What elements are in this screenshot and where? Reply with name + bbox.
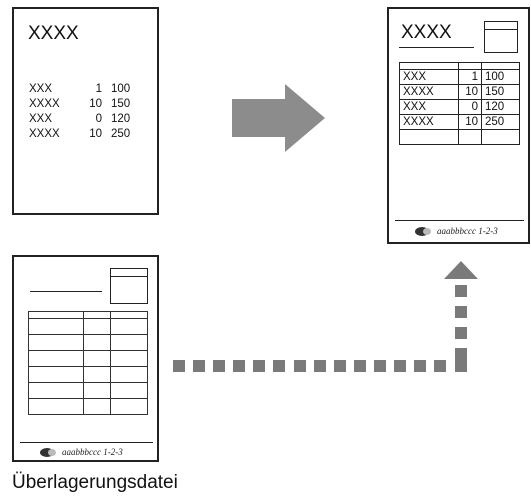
table-row: XXXX 10 150 <box>399 84 520 100</box>
table-cell-label: XXXX <box>399 84 459 100</box>
table-cell-qty: 1 <box>458 69 482 85</box>
table-cell-label: XXX <box>399 69 459 85</box>
table-row: XXXX 10 250 <box>399 114 520 130</box>
source-row-qty: 10 <box>89 98 102 110</box>
logo-icon <box>415 227 429 236</box>
title-underline <box>399 47 474 48</box>
source-row-1: XXX 1 100 <box>29 83 149 97</box>
source-row-qty: 10 <box>89 128 102 140</box>
table-row: XXX 1 100 <box>399 69 520 85</box>
table-cell-label: XXXX <box>399 114 459 130</box>
source-row-2: XXXX 10 150 <box>29 98 149 112</box>
source-document: XXXX XXX 1 100 XXXX 10 150 XXX 0 120 XXX… <box>12 7 159 215</box>
footer-text: aaabbbccc 1-2-3 <box>62 447 123 457</box>
source-row-qty: 1 <box>95 83 102 95</box>
logo-icon <box>40 448 54 457</box>
overlay-table-grid <box>28 311 148 415</box>
footer-separator <box>20 442 153 443</box>
source-row-qty: 0 <box>95 113 102 125</box>
overlay-document: aaabbbccc 1-2-3 <box>12 255 159 462</box>
source-document-title: XXXX <box>28 23 79 44</box>
logo-icon-highlight <box>48 449 56 456</box>
result-table: XXX 1 100 XXXX 10 150 XXX 0 120 XXXX 10 … <box>399 62 520 145</box>
header-box <box>484 21 518 53</box>
table-row <box>399 129 520 145</box>
source-row-label: XXX <box>29 113 53 125</box>
up-arrow-icon <box>444 261 478 279</box>
table-cell-value: 100 <box>481 69 520 85</box>
table-cell-value: 150 <box>481 84 520 100</box>
footer-separator <box>395 220 524 221</box>
table-cell-value: 250 <box>481 114 520 130</box>
source-row-label: XXXX <box>29 98 60 110</box>
source-row-label: XXX <box>29 83 53 95</box>
table-cell-qty: 10 <box>458 84 482 100</box>
header-box <box>110 268 148 304</box>
result-document-title: XXXX <box>401 22 452 43</box>
source-row-label: XXXX <box>29 128 60 140</box>
right-arrow-icon <box>232 84 325 152</box>
table-cell-value: 120 <box>481 99 520 115</box>
table-cell-qty: 10 <box>458 114 482 130</box>
result-document: XXXX XXX 1 100 XXXX 10 150 XXX 0 120 XXX… <box>387 7 530 244</box>
table-row: XXX 0 120 <box>399 99 520 115</box>
logo-icon-highlight <box>423 228 431 235</box>
table-cell-label: XXX <box>399 99 459 115</box>
source-row-value: 250 <box>111 128 131 140</box>
source-row-4: XXXX 10 250 <box>29 128 149 142</box>
source-row-value: 150 <box>111 98 131 110</box>
table-header-row <box>399 62 520 70</box>
table-cell-qty: 0 <box>458 99 482 115</box>
source-row-value: 120 <box>111 113 131 125</box>
source-row-3: XXX 0 120 <box>29 113 149 127</box>
overlay-file-caption: Überlagerungsdatei <box>12 472 178 493</box>
footer-text: aaabbbccc 1-2-3 <box>437 226 498 236</box>
source-row-value: 100 <box>111 83 131 95</box>
title-placeholder-line <box>30 291 102 292</box>
